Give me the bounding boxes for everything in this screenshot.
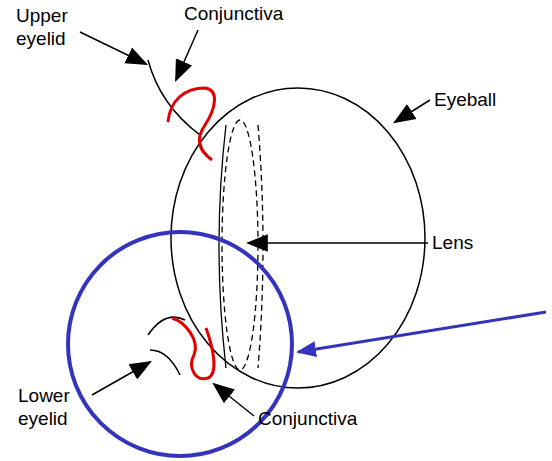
highlight-arrow xyxy=(298,312,546,352)
leader-arrow xyxy=(395,100,430,122)
part-label: Lower eyelid xyxy=(18,384,84,430)
leader-arrow xyxy=(92,362,150,395)
part-label: Lens xyxy=(432,231,522,254)
part-label: Eyeball xyxy=(434,88,544,111)
eyelid-line xyxy=(150,350,180,375)
lens-edge xyxy=(258,125,263,368)
leader-arrow xyxy=(248,242,428,244)
lens-edge xyxy=(219,125,226,368)
leader-arrow xyxy=(80,32,146,64)
leader-arrow xyxy=(214,384,254,416)
eyeball-outline xyxy=(171,88,425,388)
leader-arrow xyxy=(176,30,198,80)
conjunctiva-line xyxy=(168,88,214,160)
part-label: Conjunctiva xyxy=(184,2,314,25)
conjunctiva-line xyxy=(172,318,214,379)
part-label: Conjunctiva xyxy=(258,407,388,430)
lens-outline xyxy=(222,120,258,370)
part-label: Upper eyelid xyxy=(16,4,82,50)
eyelid-line xyxy=(148,60,200,135)
